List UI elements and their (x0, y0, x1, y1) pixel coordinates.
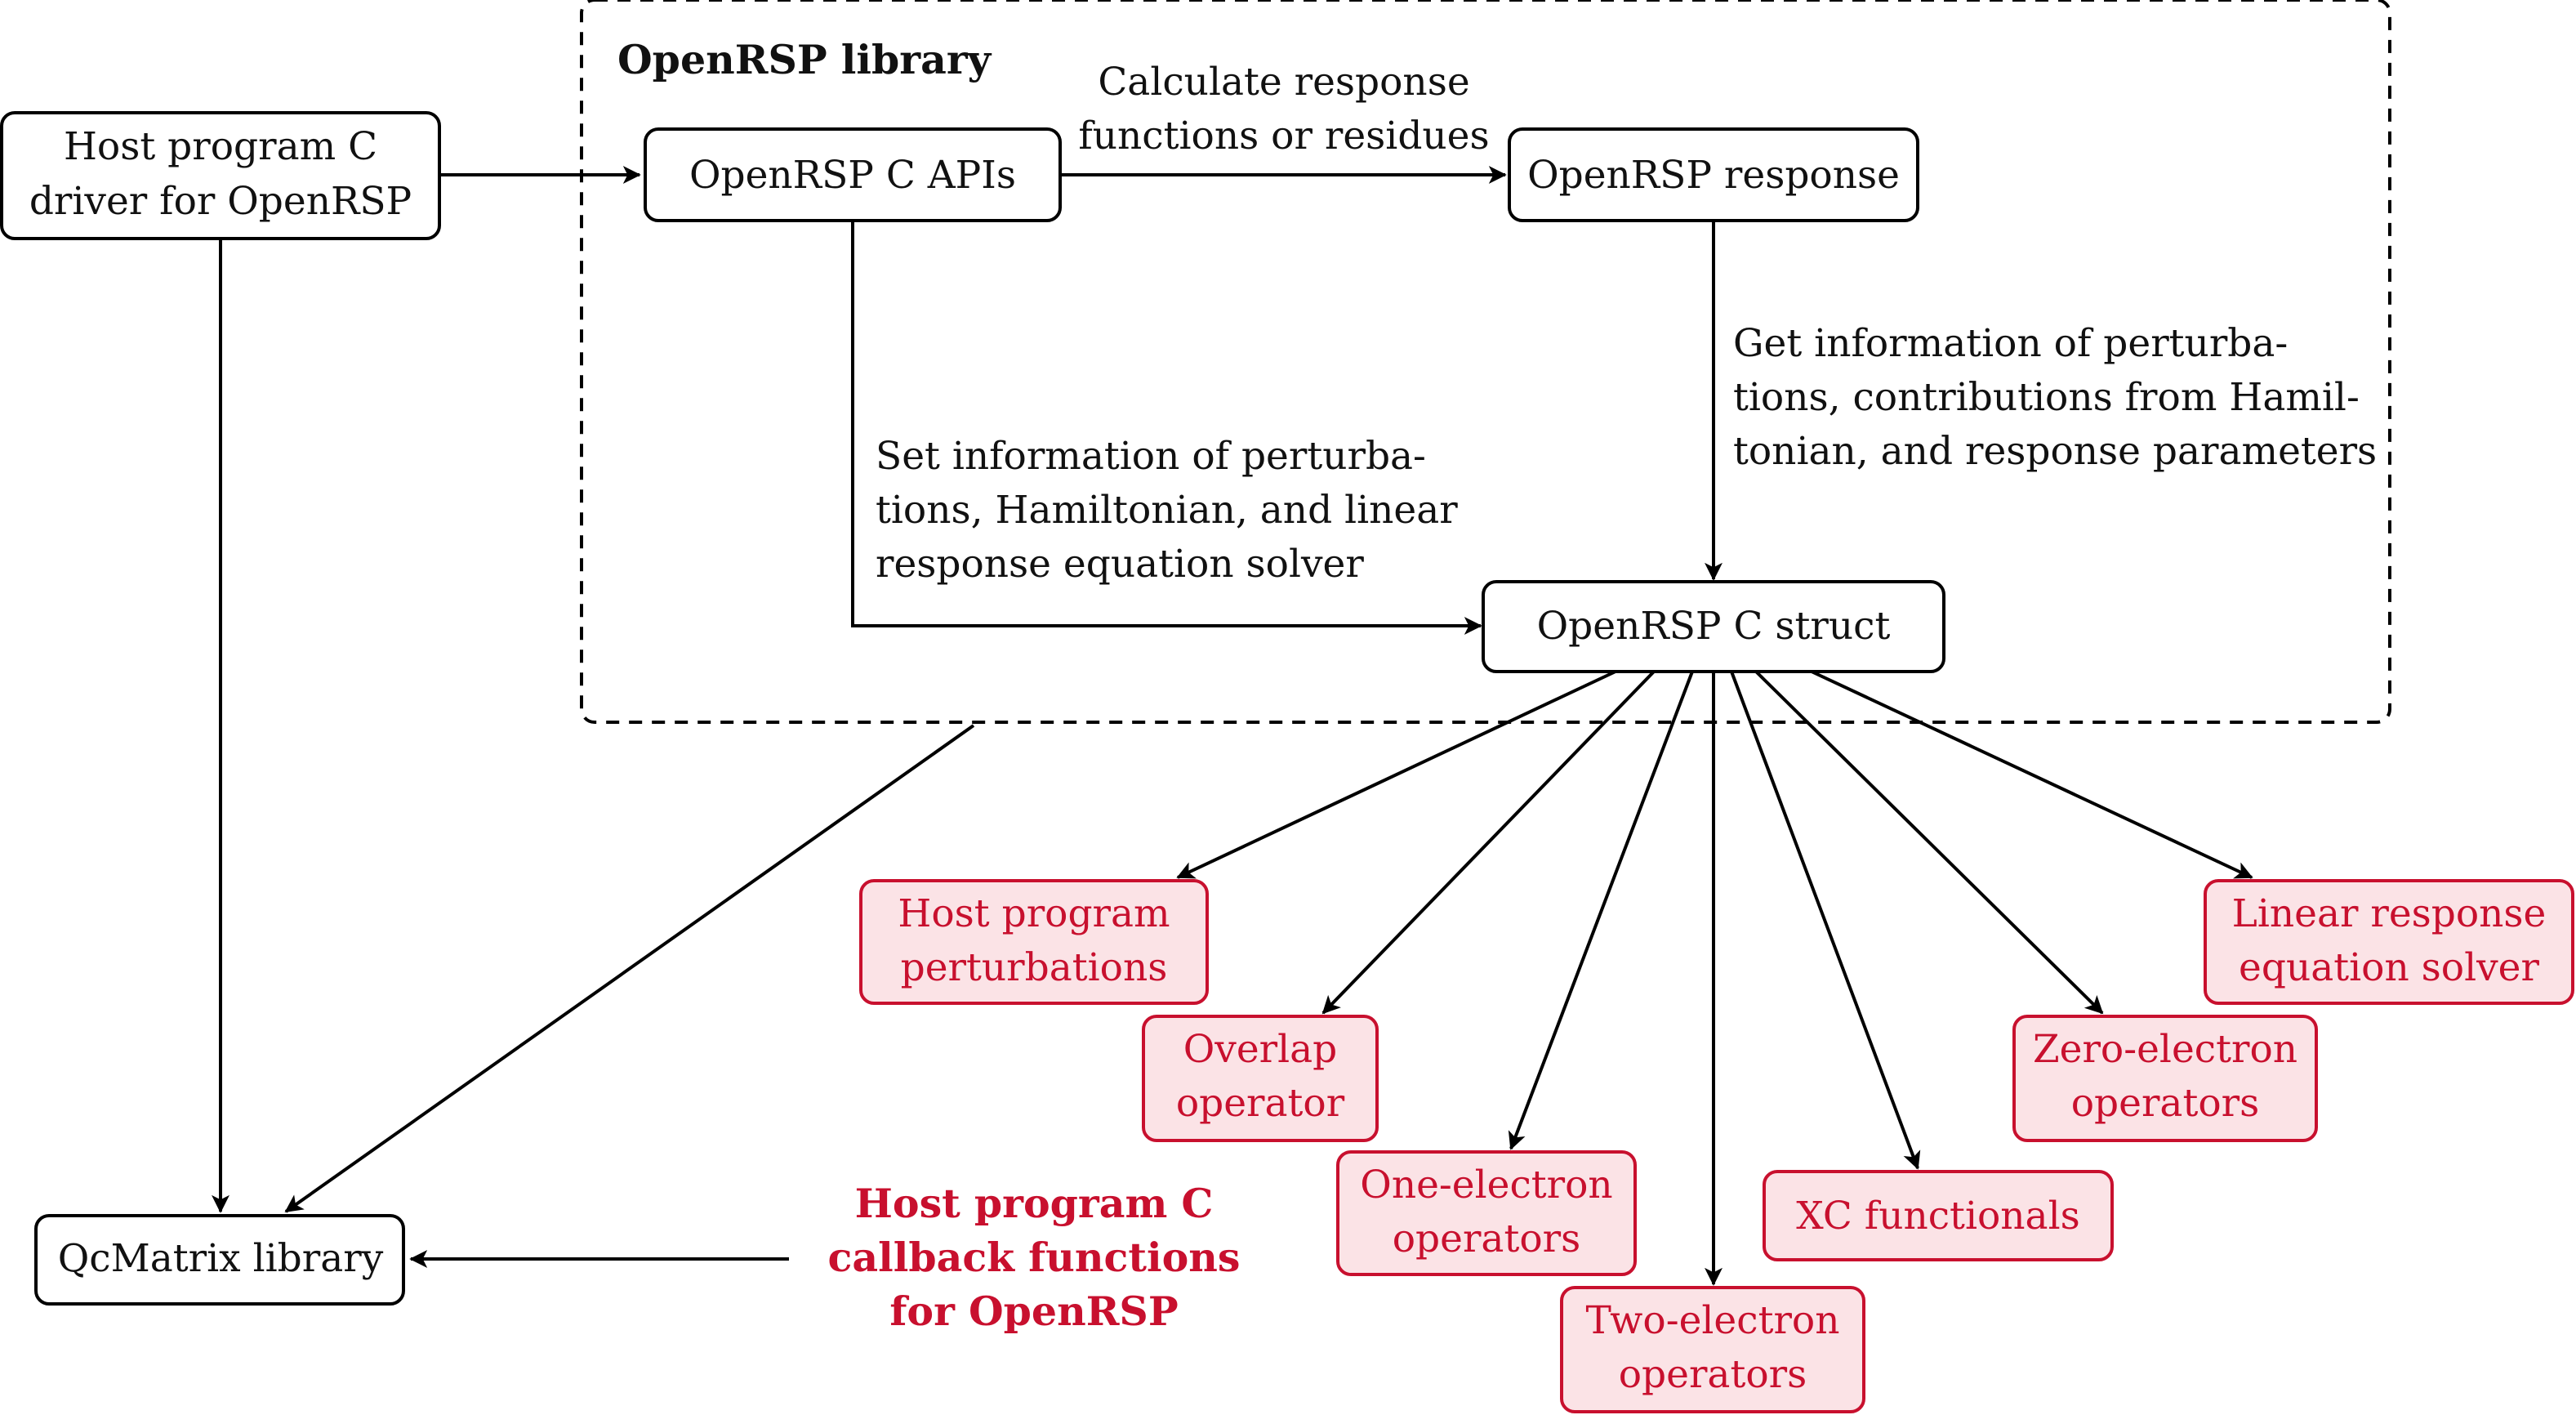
node-overlap-operator: Overlap operator (1142, 1015, 1379, 1142)
svg-text:operators: operators (1619, 1352, 1807, 1397)
label-set-information: Set information of perturba- tions, Hami… (876, 434, 1458, 587)
svg-text:tions, contributions from Hami: tions, contributions from Hamil- (1733, 375, 2360, 420)
svg-text:driver for OpenRSP: driver for OpenRSP (29, 179, 412, 224)
node-openrsp-c-apis: OpenRSP C APIs (644, 127, 1062, 222)
node-host-perturbations: Host program perturbations (859, 879, 1209, 1005)
svg-text:Get information of perturba-: Get information of perturba- (1733, 321, 2288, 366)
node-linear-response-solver: Linear response equation solver (2204, 879, 2574, 1005)
svg-text:OpenRSP C APIs: OpenRSP C APIs (689, 153, 1016, 198)
svg-text:XC functionals: XC functionals (1796, 1194, 2079, 1239)
svg-text:perturbations: perturbations (901, 945, 1168, 990)
svg-text:Two-electron: Two-electron (1586, 1298, 1840, 1343)
svg-text:Overlap: Overlap (1183, 1027, 1338, 1072)
svg-text:Host program C: Host program C (855, 1180, 1214, 1227)
svg-text:Host program: Host program (898, 891, 1170, 936)
node-zero-electron-operators: Zero-electron operators (2012, 1015, 2318, 1142)
openrsp-library-container (580, 0, 2391, 724)
label-callback-functions: Host program C callback functions for Op… (828, 1180, 1241, 1335)
svg-text:tonian, and response parameter: tonian, and response parameters (1733, 429, 2377, 474)
svg-text:callback functions: callback functions (828, 1234, 1241, 1281)
node-one-electron-operators: One-electron operators (1336, 1150, 1637, 1276)
svg-text:response equation solver: response equation solver (876, 542, 1364, 587)
svg-text:Zero-electron: Zero-electron (2033, 1027, 2297, 1072)
edge-struct-to-xc (1730, 671, 1921, 1170)
node-xc-functionals: XC functionals (1763, 1170, 2114, 1261)
edges (212, 166, 2253, 1286)
edge-apis-to-struct (851, 221, 1482, 635)
label-get-information: Get information of perturba- tions, cont… (1733, 321, 2377, 474)
edge-library-to-qcmatrix (284, 724, 975, 1213)
svg-text:tions, Hamiltonian, and linear: tions, Hamiltonian, and linear (876, 488, 1458, 533)
svg-text:Calculate response: Calculate response (1098, 60, 1469, 105)
node-openrsp-response: OpenRSP response (1508, 127, 1919, 222)
node-qcmatrix-library: QcMatrix library (34, 1214, 405, 1306)
node-two-electron-operators: Two-electron operators (1560, 1286, 1865, 1413)
svg-text:QcMatrix library: QcMatrix library (58, 1236, 384, 1281)
svg-text:OpenRSP response: OpenRSP response (1527, 153, 1900, 198)
edge-struct-to-one-electron (1508, 671, 1694, 1150)
edge-struct-to-overlap (1321, 670, 1656, 1015)
node-openrsp-c-struct: OpenRSP C struct (1482, 580, 1945, 673)
svg-text:Linear response: Linear response (2232, 891, 2547, 936)
svg-text:operator: operator (1176, 1081, 1345, 1126)
label-calculate-response: Calculate response functions or residues (1078, 60, 1489, 158)
svg-text:operators: operators (2071, 1081, 2259, 1126)
svg-text:equation solver: equation solver (2239, 945, 2539, 990)
node-host-driver: Host program C driver for OpenRSP (0, 111, 441, 240)
svg-text:functions or residues: functions or residues (1078, 114, 1489, 158)
svg-text:OpenRSP C struct: OpenRSP C struct (1537, 604, 1891, 649)
svg-text:Set information of perturba-: Set information of perturba- (876, 434, 1426, 479)
svg-text:One-electron: One-electron (1360, 1163, 1612, 1207)
svg-text:for OpenRSP: for OpenRSP (889, 1288, 1178, 1335)
openrsp-library-title: OpenRSP library (617, 36, 992, 83)
edge-struct-to-linear-solver (1811, 670, 2253, 879)
svg-text:operators: operators (1393, 1216, 1580, 1261)
edge-struct-to-zero-electron (1754, 670, 2104, 1015)
edge-struct-to-perturbations (1176, 670, 1616, 879)
svg-text:Host program C: Host program C (64, 124, 377, 169)
